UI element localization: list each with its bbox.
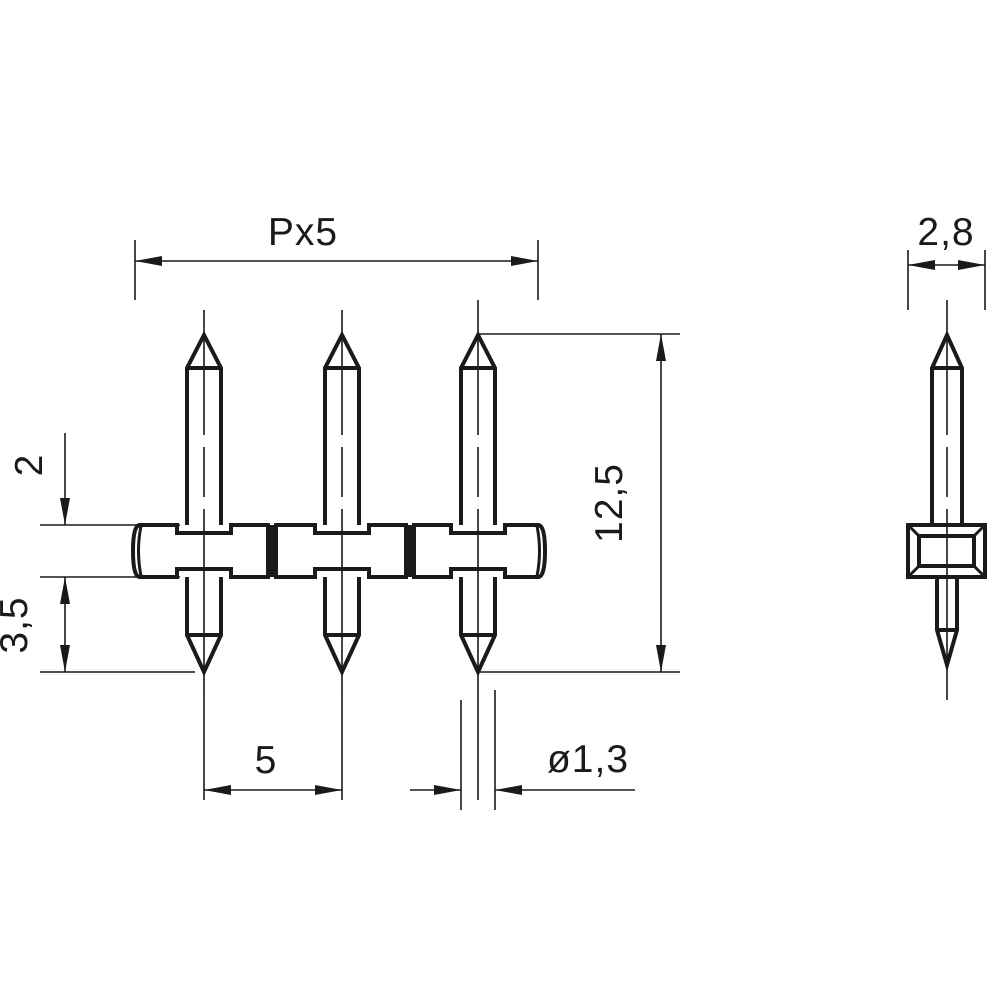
arrow-inward-left-dia <box>434 785 461 795</box>
dim-label-pin-pitch: 5 <box>255 739 278 782</box>
arrow-left-28 <box>908 260 935 270</box>
front-view-centerlines <box>203 300 479 800</box>
dimension-pin-top-offset: 2 <box>8 433 180 526</box>
dimension-pin-bottom-length: 3,5 <box>0 576 195 673</box>
side-pin-lower-body <box>935 577 959 673</box>
arrow-left-pitch <box>204 785 231 795</box>
arrow-up-125 <box>656 334 666 361</box>
side-housing-bevel-tr <box>972 523 987 538</box>
housing-segment-1-outline <box>130 523 270 579</box>
side-housing-bevel-bl <box>906 564 921 579</box>
pin-1-upper-body <box>185 330 223 525</box>
dimension-overall-width: Px5 <box>134 211 539 300</box>
pin-1-lower-body <box>185 577 223 677</box>
housing-segment-3-right-edge <box>535 525 541 577</box>
housing-segment-2-outline <box>274 523 408 579</box>
pin-2 <box>323 330 361 677</box>
dim-label-overall-width: Px5 <box>268 211 338 254</box>
arrow-left-px5 <box>135 256 162 266</box>
housing-body <box>130 523 548 579</box>
dim-label-pin-bottom-length: 3,5 <box>0 596 36 653</box>
front-view: Px5 2 3,5 <box>0 211 680 810</box>
side-housing-bevel-tl <box>906 523 921 538</box>
side-housing-bevel-br <box>972 564 987 579</box>
dimension-pin-diameter: ø1,3 <box>410 690 635 810</box>
arrow-right-pitch <box>315 785 342 795</box>
pin-3-upper-body <box>459 330 497 525</box>
arrow-down-125 <box>656 645 666 672</box>
dimension-pin-pitch: 5 <box>203 700 343 800</box>
side-view: 2,8 <box>906 211 987 700</box>
arrow-down-35 <box>60 645 70 672</box>
pin-1 <box>185 330 223 677</box>
side-pin-upper-body <box>930 330 964 525</box>
dim-label-pin-diameter: ø1,3 <box>547 738 629 781</box>
arrow-up-35 <box>60 577 70 604</box>
pin-2-upper-body <box>323 330 361 525</box>
dim-label-overall-height: 12,5 <box>588 463 631 543</box>
housing-segment-3-outline <box>412 523 548 579</box>
pin-2-lower-body <box>323 577 361 677</box>
arrow-right-px5 <box>511 256 538 266</box>
dim-label-body-depth: 2,8 <box>917 211 974 254</box>
arrow-right-28 <box>958 260 985 270</box>
dimension-body-depth: 2,8 <box>907 211 986 310</box>
housing-segment-1-left-edge <box>137 525 143 577</box>
arrow-inward-right-dia <box>495 785 522 795</box>
dimension-overall-height: 12,5 <box>478 333 680 673</box>
arrow-down-2 <box>60 498 70 525</box>
dim-label-pin-top-offset: 2 <box>8 454 51 477</box>
